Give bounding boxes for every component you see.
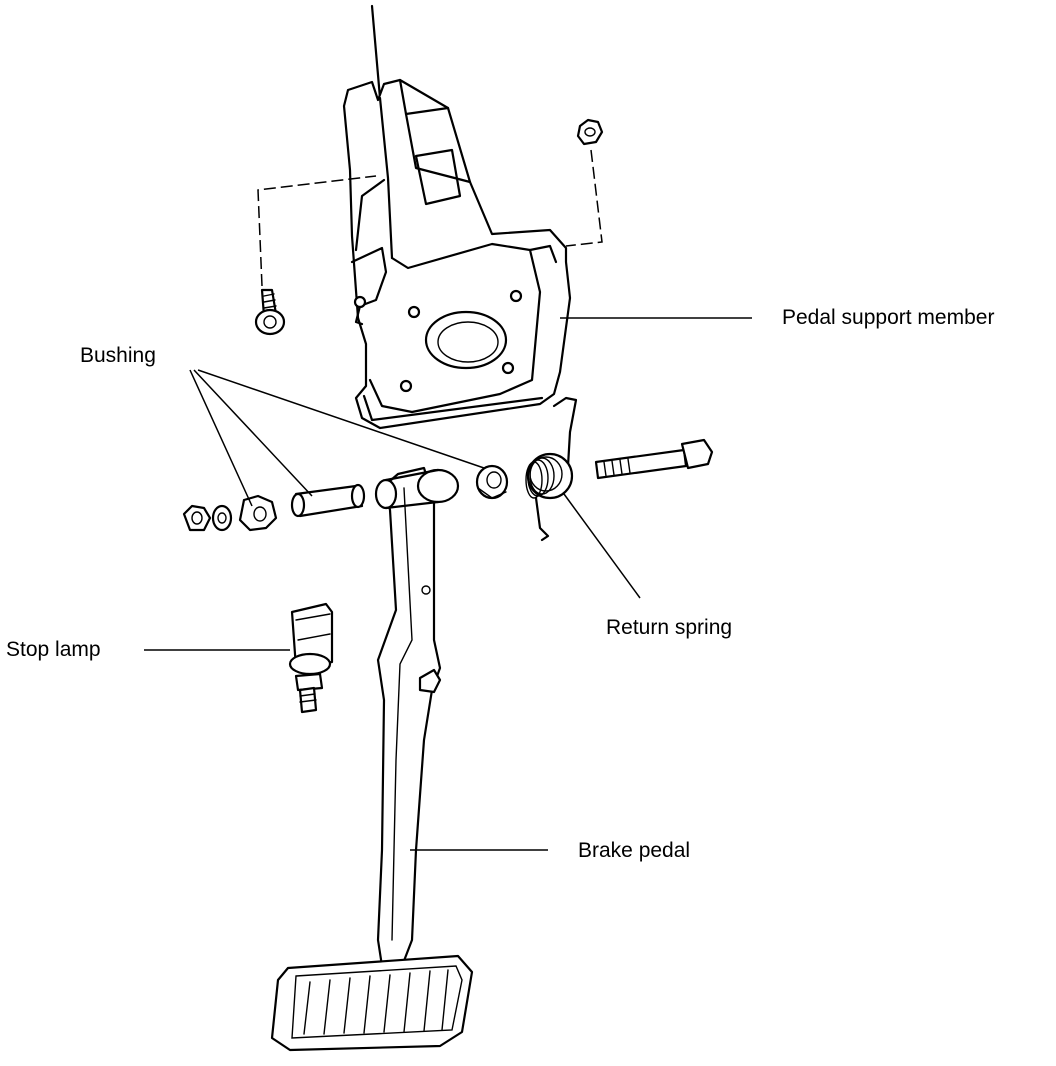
left-bolt <box>254 288 286 336</box>
pedal-support-member <box>342 78 572 430</box>
bolt-dashed-line <box>257 175 377 287</box>
upper-nut <box>576 118 604 146</box>
label-pedal-support-member: Pedal support member <box>782 306 994 329</box>
leader-bushing-3 <box>197 369 485 469</box>
label-brake-pedal: Brake pedal <box>578 839 690 862</box>
nut-dashed-line <box>565 149 603 247</box>
brake-pedal <box>270 466 474 1052</box>
stop-lamp-switch <box>288 602 334 714</box>
label-bushing: Bushing <box>80 344 156 367</box>
leader-bushing-2 <box>193 369 313 497</box>
upper-rod <box>370 4 382 100</box>
label-return-spring: Return spring <box>606 616 732 639</box>
leader-return-spring <box>563 493 641 599</box>
pivot-bolt <box>594 438 714 480</box>
leader-bushing-1 <box>189 369 253 507</box>
return-spring <box>525 396 578 542</box>
pivot-hardware <box>182 464 509 532</box>
label-stop-lamp: Stop lamp <box>6 638 101 661</box>
